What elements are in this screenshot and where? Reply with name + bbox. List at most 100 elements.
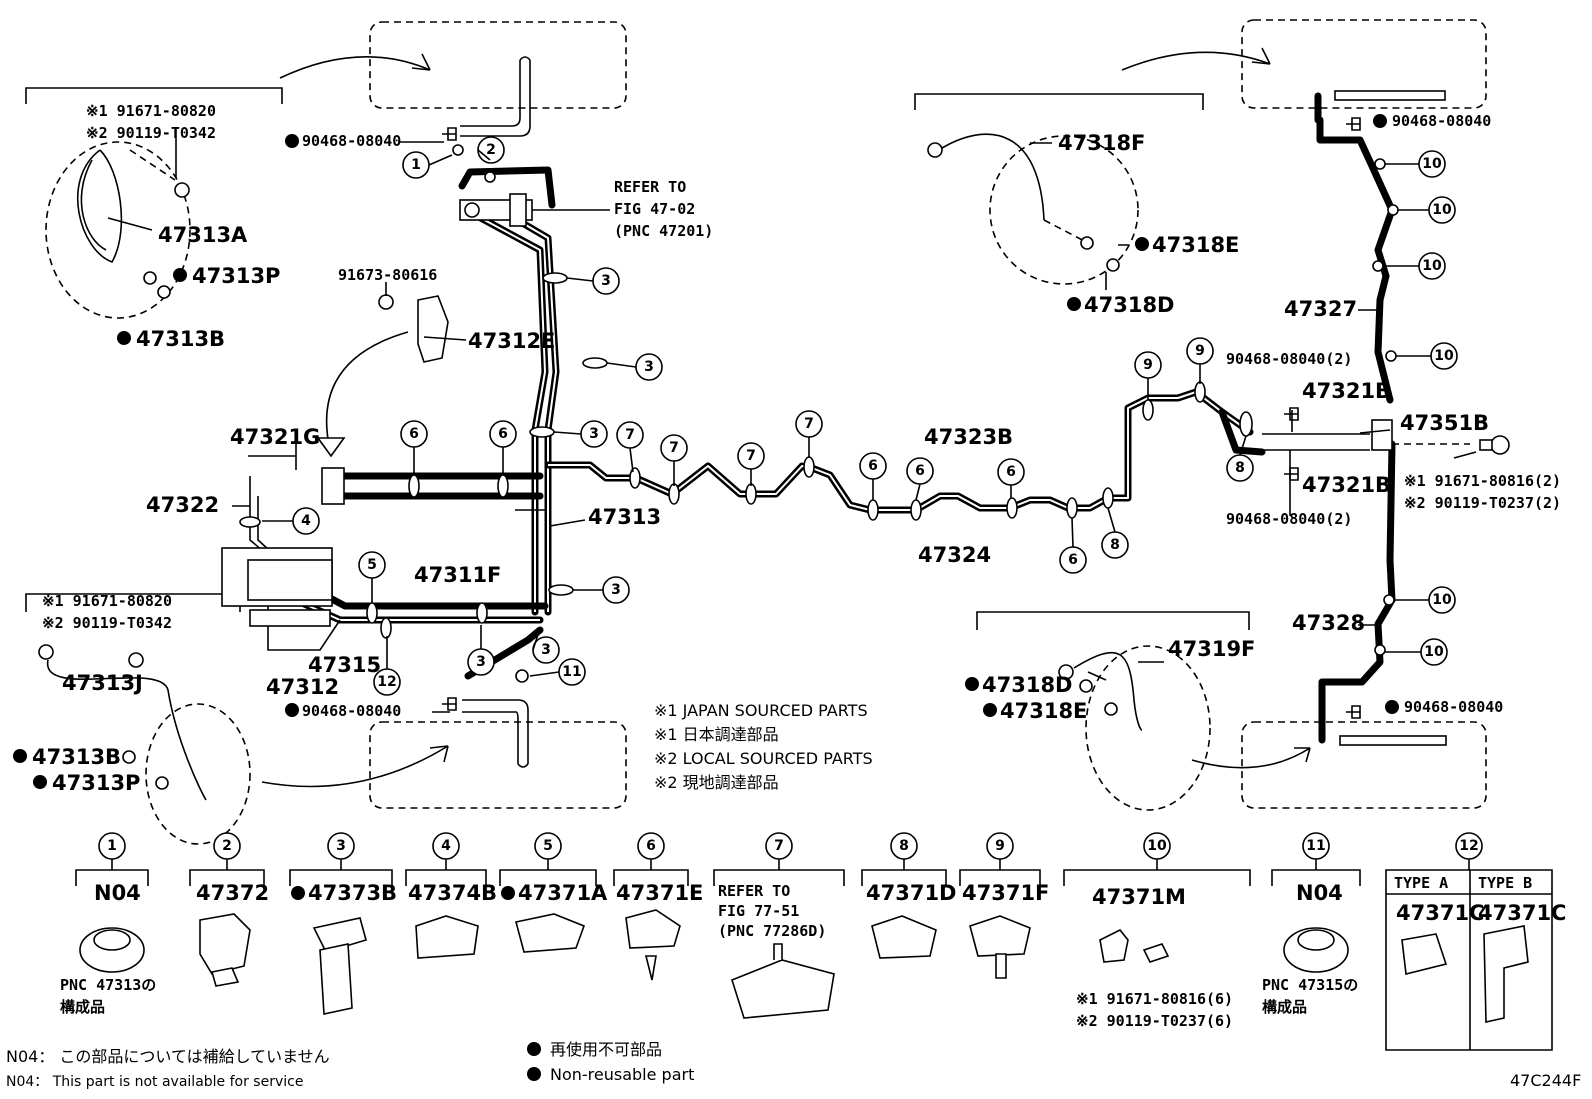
label-47318d-bottom: 47318D: [982, 673, 1073, 697]
svg-text:11: 11: [1306, 838, 1325, 854]
label-47313: 47313: [588, 505, 661, 529]
source-notes: ※1 JAPAN SOURCED PARTS ※1 日本調達部品 ※2 LOCA…: [654, 701, 873, 792]
nonreusable-dot: [13, 749, 27, 763]
nonreusable-dot: [1135, 237, 1149, 251]
label-47312e: 47312E: [468, 329, 555, 353]
svg-text:9: 9: [995, 838, 1005, 854]
svg-text:10: 10: [1147, 838, 1167, 854]
bottom-part-8: 47371D: [866, 881, 957, 905]
label-47313b-top: 47313B: [136, 327, 225, 351]
label-90468-bottom: 90468-08040: [302, 702, 401, 720]
bottom-part-1: N04: [94, 881, 141, 905]
svg-text:7: 7: [804, 416, 814, 432]
pair-right-1: ※1 91671-80816(2): [1404, 472, 1561, 490]
note-japan-jp: ※1 日本調達部品: [654, 725, 779, 744]
svg-text:6: 6: [915, 463, 925, 479]
svg-text:6: 6: [646, 838, 656, 854]
nonreusable-dot: [501, 886, 515, 900]
label-47319f: 47319F: [1168, 637, 1255, 661]
hose-assemblies: [38, 133, 1211, 845]
bottom-part-5: 47371A: [518, 881, 608, 905]
nonreusable-dot: [285, 134, 299, 148]
label-90468-top: 90468-08040: [302, 132, 401, 150]
refer-fig-47-line2: FIG 47-02: [614, 200, 695, 218]
svg-text:7: 7: [669, 440, 679, 456]
footnote-en: N04： This part is not available for serv…: [6, 1074, 303, 1090]
svg-text:4: 4: [441, 838, 451, 854]
label-47321b-a: 47321B: [1302, 379, 1391, 403]
enlarge-box-top-left: [369, 21, 627, 109]
svg-text:7: 7: [746, 448, 756, 464]
pair-mid-left-2: ※2 90119-T0342: [42, 614, 172, 632]
pnc-47313-line1: PNC 47313の: [60, 976, 156, 994]
label-91673: 91673-80616: [338, 266, 437, 284]
svg-text:2: 2: [222, 838, 232, 854]
bottom-part-3: 47373B: [308, 881, 397, 905]
nonreusable-dot: [983, 703, 997, 717]
nonreusable-legend: 再使用不可部品 Non-reusable part: [527, 1040, 694, 1084]
label-47318f: 47318F: [1058, 131, 1145, 155]
svg-text:10: 10: [1422, 258, 1442, 274]
pnc-47315-line2: 構成品: [1262, 998, 1307, 1016]
label-47315: 47315: [308, 653, 381, 677]
label-47311f: 47311F: [414, 563, 501, 587]
pair-top-left-2: ※2 90119-T0342: [86, 124, 216, 142]
nonreusable-dot: [1373, 114, 1387, 128]
svg-text:2: 2: [486, 142, 496, 158]
bottom-part-2: 47372: [196, 881, 269, 905]
refer-fig-77-line1: REFER TO: [718, 882, 790, 900]
nonreusable-dot: [33, 775, 47, 789]
note-local-jp: ※2 現地調達部品: [654, 773, 779, 792]
bottom-part-11: N04: [1296, 881, 1343, 905]
svg-text:8: 8: [1110, 537, 1120, 553]
nonreusable-dot: [291, 886, 305, 900]
svg-text:11: 11: [562, 664, 581, 680]
svg-text:1: 1: [107, 838, 117, 854]
refer-fig-47-line3: (PNC 47201): [614, 222, 713, 240]
svg-text:10: 10: [1434, 348, 1454, 364]
svg-text:10: 10: [1432, 202, 1452, 218]
footnotes: N04： この部品については補給していません N04： This part is…: [6, 1047, 330, 1090]
bracket-47351b: [1262, 419, 1510, 455]
label-47328: 47328: [1292, 611, 1365, 635]
label-47318e-top: 47318E: [1152, 233, 1239, 257]
label-47327: 47327: [1284, 297, 1357, 321]
label-47351b: 47351B: [1400, 411, 1489, 435]
brake-tube-lines: [249, 56, 1447, 768]
enlarge-box-bottom-left: [369, 721, 627, 809]
svg-text:12: 12: [1459, 838, 1478, 854]
bottom-part-6: 47371E: [616, 881, 703, 905]
svg-text:8: 8: [1235, 460, 1245, 476]
svg-text:6: 6: [498, 426, 508, 442]
svg-text:12: 12: [377, 674, 396, 690]
svg-text:3: 3: [611, 582, 621, 598]
svg-text:8: 8: [899, 838, 909, 854]
label-90468-rtop: 90468-08040: [1392, 112, 1491, 130]
nonreusable-dot: [1067, 297, 1081, 311]
bottom-part-10: 47371M: [1092, 885, 1186, 909]
svg-text:9: 9: [1195, 343, 1205, 359]
svg-text:4: 4: [301, 513, 311, 529]
label-47322: 47322: [146, 493, 219, 517]
svg-text:3: 3: [541, 642, 551, 658]
pnc-47315-line1: PNC 47315の: [1262, 976, 1358, 994]
svg-text:7: 7: [774, 838, 784, 854]
label-47324: 47324: [918, 543, 991, 567]
svg-text:3: 3: [336, 838, 346, 854]
label-47318e-bottom: 47318E: [1000, 699, 1087, 723]
note-local-en: ※2 LOCAL SOURCED PARTS: [654, 749, 873, 768]
label-47313a: 47313A: [158, 223, 248, 247]
label-47318d-top: 47318D: [1084, 293, 1175, 317]
pair-right-2: ※2 90119-T0237(2): [1404, 494, 1561, 512]
tube-clips: [239, 144, 1399, 683]
junction-block: [221, 467, 345, 627]
svg-text:10: 10: [1422, 156, 1442, 172]
label-47313p-top: 47313P: [192, 264, 280, 288]
svg-text:6: 6: [1068, 552, 1078, 568]
svg-text:3: 3: [644, 359, 654, 375]
svg-text:3: 3: [589, 426, 599, 442]
refer-fig-77-line2: FIG 77-51: [718, 902, 799, 920]
nonreusable-dot: [285, 703, 299, 717]
leader-lines: [107, 128, 1477, 713]
